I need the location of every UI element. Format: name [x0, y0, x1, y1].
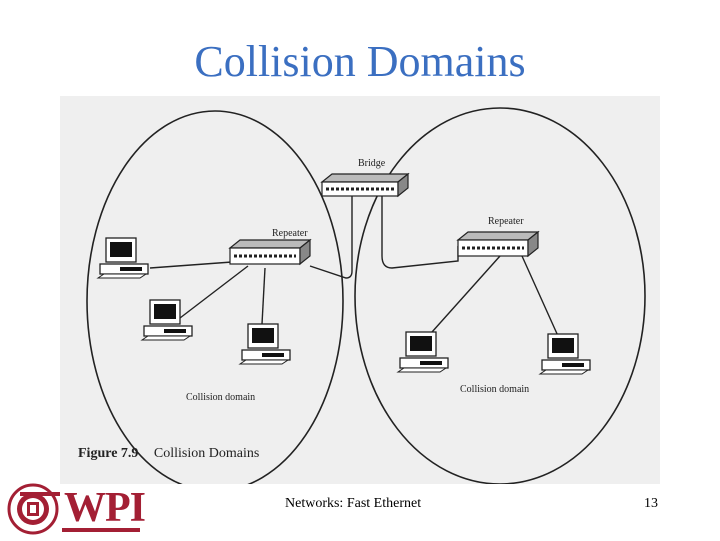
cables: [149, 196, 559, 337]
logo-bar: [20, 492, 60, 496]
right-collision-domain-ellipse: [354, 107, 646, 484]
left-collision-domain-ellipse: [86, 110, 344, 484]
slide-footer: Networks: Fast Ethernet: [285, 496, 422, 511]
logo-text: WPI: [64, 485, 146, 531]
figure-number: Figure 7.9: [78, 446, 139, 461]
left-repeater-to-pc3-cable: [261, 267, 266, 325]
logo-underline: [62, 528, 140, 532]
computer-icon: [140, 299, 193, 341]
computer-icon: [238, 323, 291, 365]
right-collision-domain-label: Collision domain: [460, 384, 529, 395]
computer-icon: [96, 237, 149, 279]
right-repeater-to-pc4-cable: [431, 255, 501, 333]
left-repeater-to-pc2-cable: [179, 265, 249, 319]
bridge-to-right-repeater-cable: [381, 196, 459, 269]
seal-icon: [7, 483, 59, 535]
page-number: 13: [644, 496, 658, 511]
bridge-label: Bridge: [358, 158, 386, 169]
right-repeater-label: Repeater: [488, 216, 524, 227]
slide-title: Collision Domains: [194, 37, 526, 86]
left-repeater-icon: [228, 238, 312, 266]
left-repeater-to-pc1-cable: [149, 261, 233, 269]
figure-caption: Figure 7.9 Collision Domains: [78, 446, 259, 462]
right-repeater-to-pc5-cable: [521, 255, 559, 337]
network-figure: Bridge Repeater Repeater: [60, 96, 660, 484]
left-collision-domain-label: Collision domain: [186, 392, 255, 403]
figure-caption-text: Collision Domains: [153, 446, 260, 461]
computer-icon: [538, 333, 591, 375]
network-diagram: Bridge Repeater Repeater: [86, 107, 646, 484]
right-repeater-icon: [456, 230, 540, 258]
bridge-icon: [320, 172, 410, 198]
bridge-to-left-repeater-cable: [309, 196, 353, 279]
left-repeater-label: Repeater: [272, 228, 308, 239]
computer-icon: [396, 331, 449, 373]
wpi-logo: [6, 482, 142, 536]
